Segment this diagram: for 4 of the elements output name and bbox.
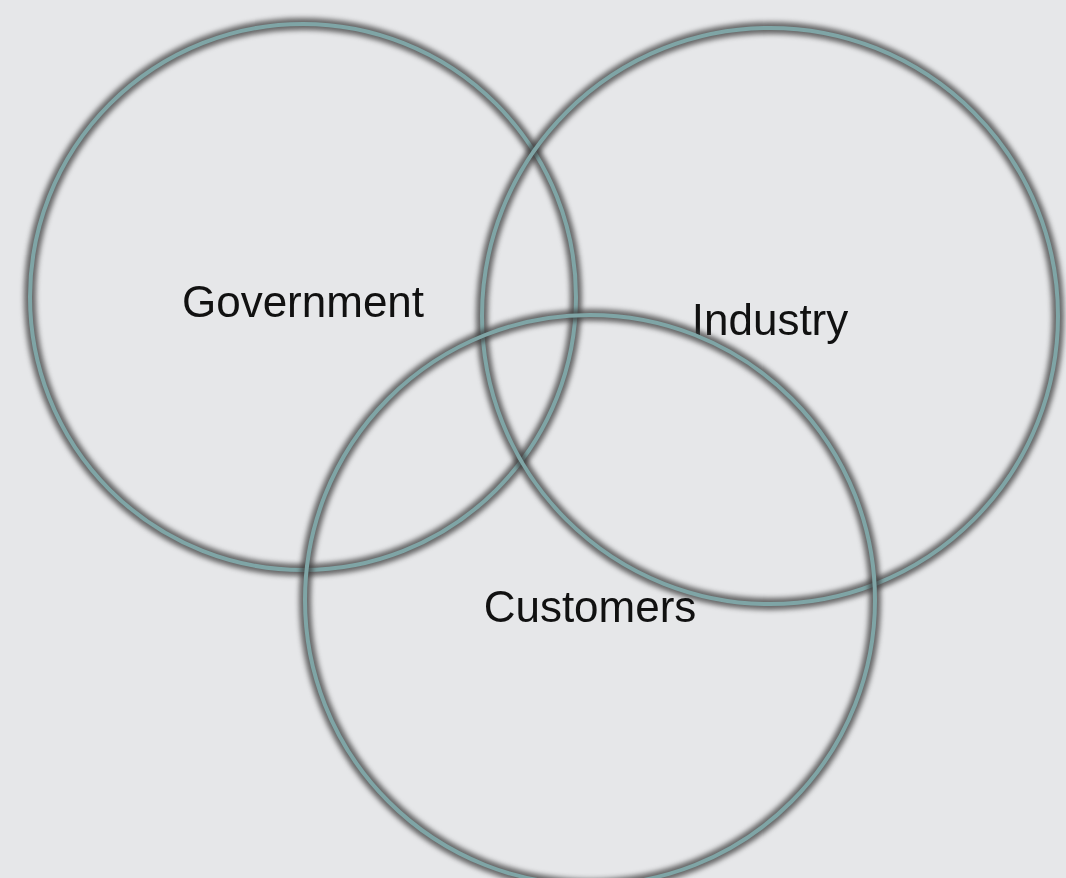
set-label: Government bbox=[181, 277, 425, 327]
venn-circle bbox=[22, 16, 584, 578]
set-label: Industry bbox=[691, 295, 849, 345]
set-label: Customers bbox=[483, 582, 697, 632]
